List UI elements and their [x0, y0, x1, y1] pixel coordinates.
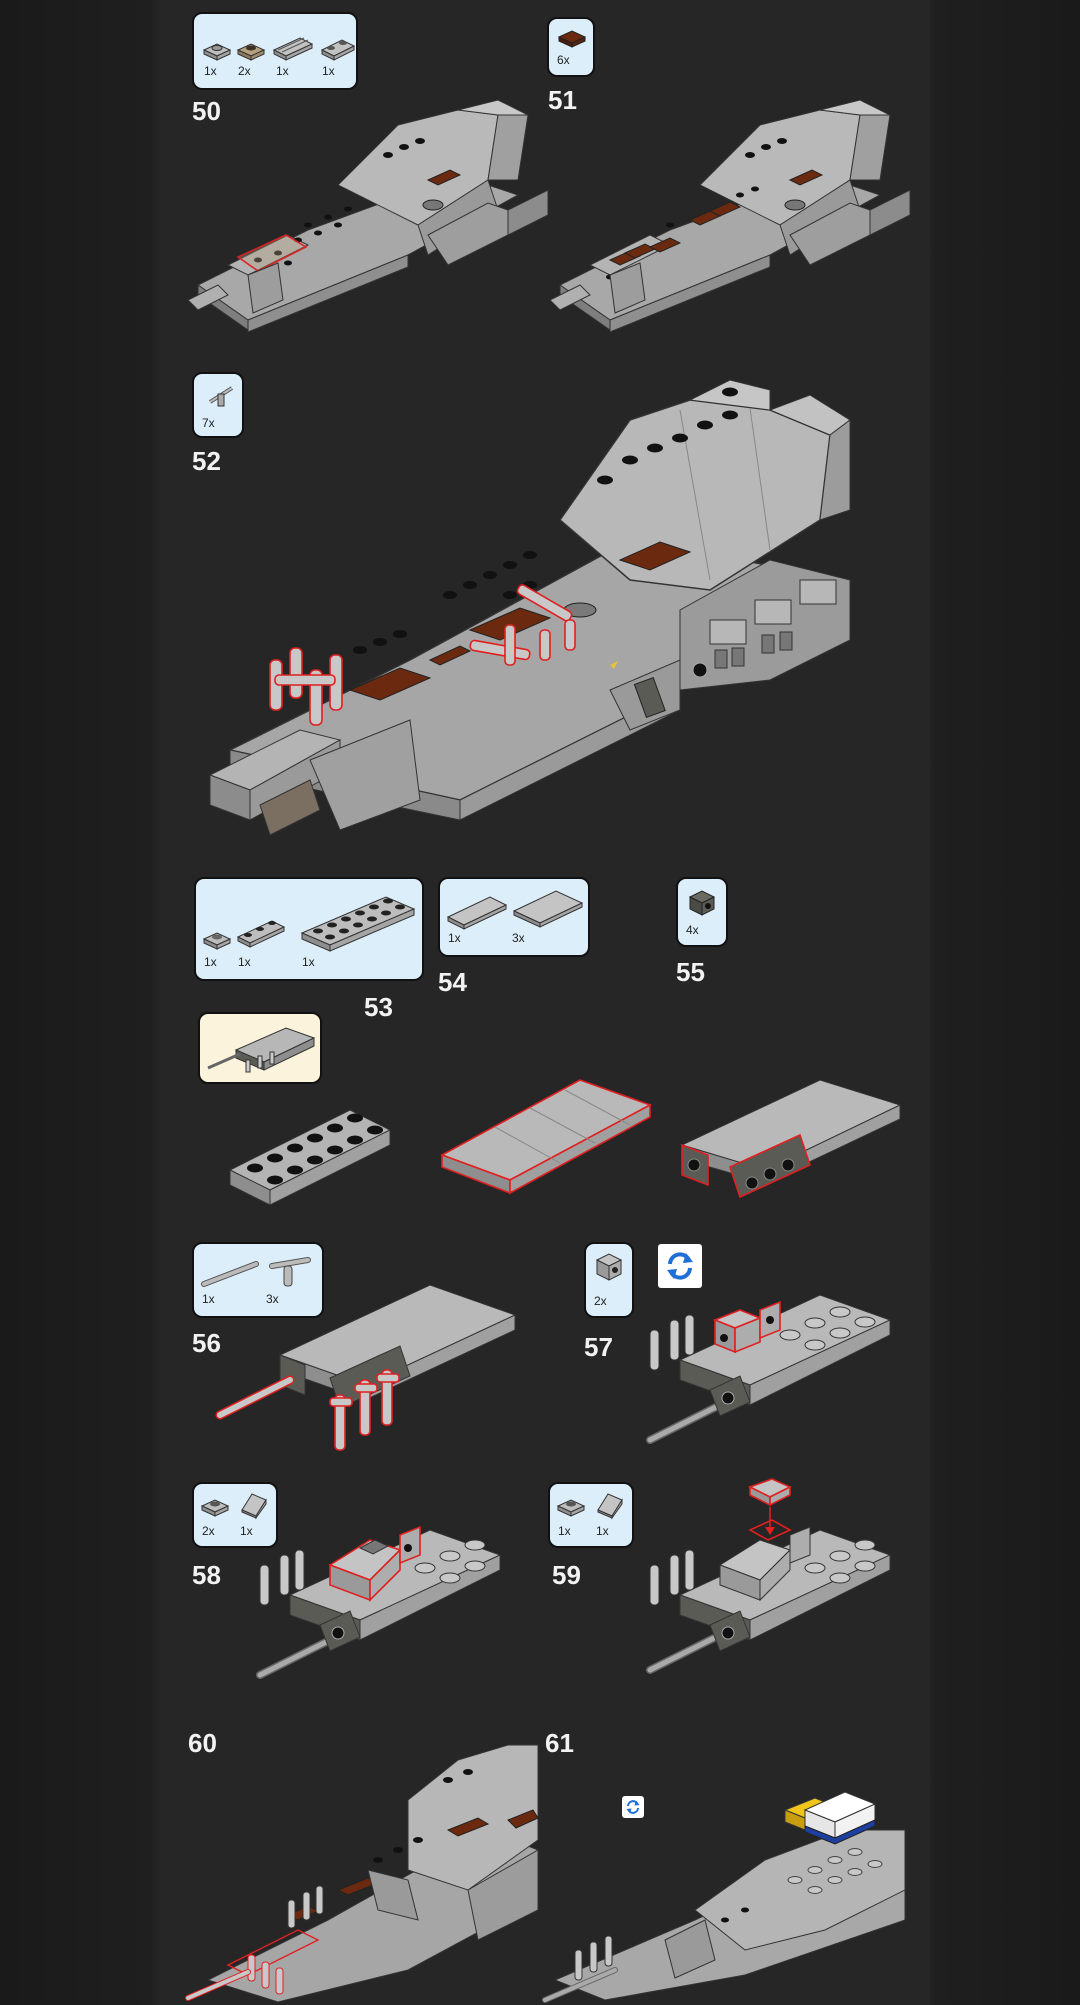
- part-plate-1x1-icon: [202, 43, 232, 61]
- rotate-model-icon: [626, 1800, 640, 1814]
- qty-label: 1x: [302, 955, 315, 969]
- part-grille-tile-icon: [272, 37, 314, 61]
- subassembly-stage-b: [440, 1079, 652, 1195]
- part-plate-1x1-icon: [556, 1499, 586, 1517]
- step-number-61: 61: [545, 1728, 574, 1758]
- subassembly-callout: [198, 1012, 322, 1084]
- ship-model-step-50: [187, 99, 549, 333]
- qty-label: 2x: [238, 64, 251, 78]
- step-number-51: 51: [548, 85, 577, 115]
- rotate-model-button: [622, 1796, 644, 1818]
- qty-label: 1x: [240, 1524, 253, 1538]
- part-tile-2x4-icon: [512, 890, 584, 928]
- step-number-50: 50: [192, 96, 221, 126]
- part-bar-icon: [201, 1261, 259, 1287]
- part-slope-1x1-icon: [241, 1493, 267, 1520]
- qty-label: 1x: [276, 64, 289, 78]
- qty-label: 1x: [596, 1524, 609, 1538]
- parts-box-step-56: 1x 3x: [192, 1242, 324, 1318]
- step-number-55: 55: [676, 957, 705, 987]
- subassembly-preview-icon: [207, 1027, 316, 1073]
- parts-box-step-51: 6x: [547, 17, 595, 77]
- part-tile-tan-icon: [236, 43, 266, 61]
- step-number-52: 52: [192, 446, 221, 476]
- qty-label: 1x: [238, 955, 251, 969]
- step-number-56: 56: [192, 1328, 221, 1358]
- part-plate-1x2-jumper-icon: [320, 39, 356, 61]
- step-number-53: 53: [364, 992, 393, 1022]
- qty-label: 3x: [512, 931, 525, 945]
- qty-label: 7x: [202, 416, 215, 430]
- qty-label: 3x: [266, 1292, 279, 1306]
- subassembly-step-57: [646, 1294, 892, 1444]
- part-plate-2x6-icon: [300, 896, 416, 952]
- step-number-58: 58: [192, 1560, 221, 1590]
- rotate-model-icon: [667, 1252, 693, 1280]
- parts-box-step-53: 1x 1x 1x: [194, 877, 424, 981]
- part-brick-1x1-stud-side-icon: [688, 890, 716, 916]
- qty-label: 1x: [448, 931, 461, 945]
- part-tile-1x4-icon: [446, 896, 508, 930]
- part-slope-1x1-icon: [597, 1493, 623, 1520]
- part-plate-1x1-icon: [200, 1499, 230, 1517]
- subassembly-step-56: [215, 1284, 517, 1451]
- instruction-page: 1x 2x 1x 1x 50: [160, 0, 930, 2005]
- ship-model-step-60: [185, 1744, 539, 2003]
- parts-box-step-55: 4x: [676, 877, 728, 947]
- parts-box-step-57: 2x: [584, 1242, 634, 1318]
- ship-model-step-61: [542, 1791, 906, 2003]
- part-plate-1x3-icon: [236, 920, 286, 948]
- qty-label: 4x: [686, 923, 699, 937]
- part-plate-1x1-icon: [202, 932, 232, 950]
- subassembly-step-58: [256, 1525, 502, 1679]
- step-number-54: 54: [438, 967, 467, 997]
- qty-label: 1x: [202, 1292, 215, 1306]
- parts-box-step-50: 1x 2x 1x 1x: [192, 12, 358, 90]
- subassembly-stage-a: [228, 1109, 392, 1206]
- part-brick-1x1-stud-side-icon: [595, 1253, 623, 1281]
- rotate-model-button: [658, 1244, 702, 1288]
- parts-box-step-59: 1x 1x: [548, 1482, 634, 1548]
- step-number-57: 57: [584, 1332, 613, 1362]
- ship-model-step-51: [549, 99, 911, 333]
- subassembly-stage-c: [680, 1079, 902, 1199]
- qty-label: 1x: [558, 1524, 571, 1538]
- parts-box-step-58: 2x 1x: [192, 1482, 278, 1548]
- ship-model-step-52: [208, 379, 852, 836]
- qty-label: 2x: [594, 1294, 607, 1308]
- parts-box-step-54: 1x 3x: [438, 877, 590, 957]
- part-bar-holder-icon: [208, 386, 234, 407]
- qty-label: 2x: [202, 1524, 215, 1538]
- qty-label: 1x: [322, 64, 335, 78]
- qty-label: 1x: [204, 955, 217, 969]
- parts-box-step-52: 7x: [192, 372, 244, 438]
- subassembly-step-59: [646, 1478, 892, 1674]
- step-number-60: 60: [188, 1728, 217, 1758]
- step-number-59: 59: [552, 1560, 581, 1590]
- qty-label: 1x: [204, 64, 217, 78]
- qty-label: 6x: [557, 53, 570, 67]
- part-tile-reddish-brown-icon: [557, 30, 587, 48]
- part-bar-holder-icon: [269, 1257, 311, 1287]
